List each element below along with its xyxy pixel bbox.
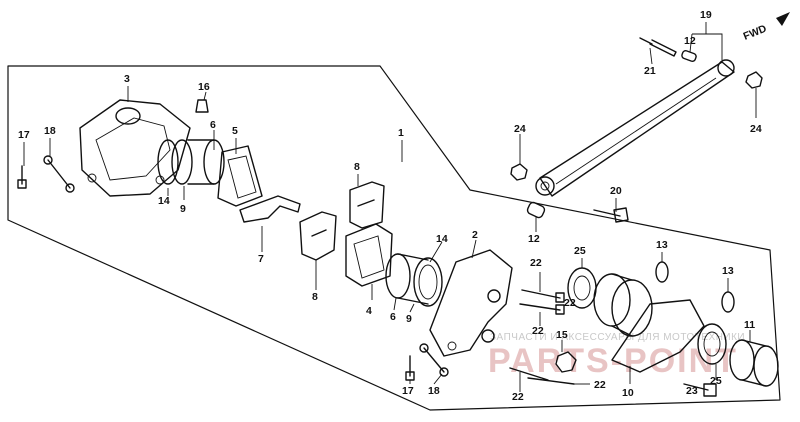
label-part-22-e: 22 [564,297,576,309]
brake-pad-5 [217,145,263,207]
pad-retainer-8-upper [349,181,385,229]
pin-18-lower [419,343,449,377]
assembly-frame [7,65,781,411]
piston-assembly-right [385,253,443,307]
oil-seal-25-right [697,323,727,365]
label-part-12-lower: 12 [528,233,540,245]
label-part-13-left: 13 [656,239,668,251]
side-collar-11 [729,339,779,387]
label-part-3: 3 [124,73,130,85]
fwd-arrow-icon [776,12,790,26]
bolt-23 [683,383,717,397]
label-part-24-right: 24 [750,123,762,135]
label-part-14-left: 14 [158,195,170,207]
label-part-18-upper: 18 [44,125,56,137]
label-part-22-b: 22 [532,325,544,337]
bolt-21 [639,37,677,57]
label-part-22-c: 22 [512,391,524,403]
screw-17-lower [405,355,415,381]
label-part-15: 15 [556,329,568,341]
stopper-arm-10 [611,299,705,373]
pad-spring-7 [239,195,301,223]
label-part-6-left: 6 [210,119,216,131]
piston-assembly-left [157,139,225,185]
label-part-7: 7 [258,253,264,265]
watermark-caption: ЗАПЧАСТИ И АКСЕССУАРЫ ДЛЯ МОТОТЕХНИКИ [490,332,745,343]
label-part-16: 16 [198,81,210,93]
label-part-17-lower: 17 [402,385,414,397]
pin-18-upper [43,155,75,193]
forward-direction-indicator: FWD [742,12,790,43]
thrust-washer-13-left [655,261,669,283]
label-part-8-lower: 8 [312,291,318,303]
label-part-12-upper: 12 [684,35,696,47]
label-part-19: 19 [700,9,712,21]
label-part-10: 10 [622,387,634,399]
label-part-1: 1 [398,127,404,139]
label-part-8-upper: 8 [354,161,360,173]
label-part-6-right: 6 [390,311,396,323]
collar-12-lower [526,201,546,219]
label-part-9-right: 9 [406,313,412,325]
label-part-18-lower: 18 [428,385,440,397]
fwd-label: FWD [742,23,769,43]
screw-17-upper [17,165,27,189]
label-part-24-left: 24 [514,123,526,135]
label-part-22-d: 22 [594,379,606,391]
label-part-21: 21 [644,65,656,77]
bleeder-screw-16 [195,99,209,113]
brake-pad-4 [345,223,393,287]
part-labels: 1 2 3 4 5 6 6 7 8 8 9 9 10 11 12 12 13 1… [18,9,762,403]
nut-24-right [745,71,763,89]
leader-lines [23,22,757,392]
label-part-20: 20 [610,185,622,197]
label-part-25-right: 25 [710,375,722,387]
nut-24-left [510,163,528,181]
label-part-22-a: 22 [530,257,542,269]
label-part-17-upper: 17 [18,129,30,141]
label-part-14-right: 14 [436,233,448,245]
label-part-4: 4 [366,305,372,317]
label-part-23: 23 [686,385,698,397]
bolt-20 [593,207,629,223]
thrust-washer-13-right [721,291,735,313]
label-part-5: 5 [232,125,238,137]
nut-15 [555,351,577,373]
collar-12-upper [681,49,697,63]
collar-and-bearing [593,273,653,337]
label-part-13-right: 13 [722,265,734,277]
label-part-11: 11 [744,319,755,331]
caliper-bracket-2 [429,249,513,357]
label-part-2: 2 [472,229,478,241]
torque-rod [535,59,735,197]
label-part-25-left: 25 [574,245,586,257]
label-part-9-left: 9 [180,203,186,215]
pad-retainer-8-lower [299,211,337,261]
bolts-22 [509,289,575,385]
